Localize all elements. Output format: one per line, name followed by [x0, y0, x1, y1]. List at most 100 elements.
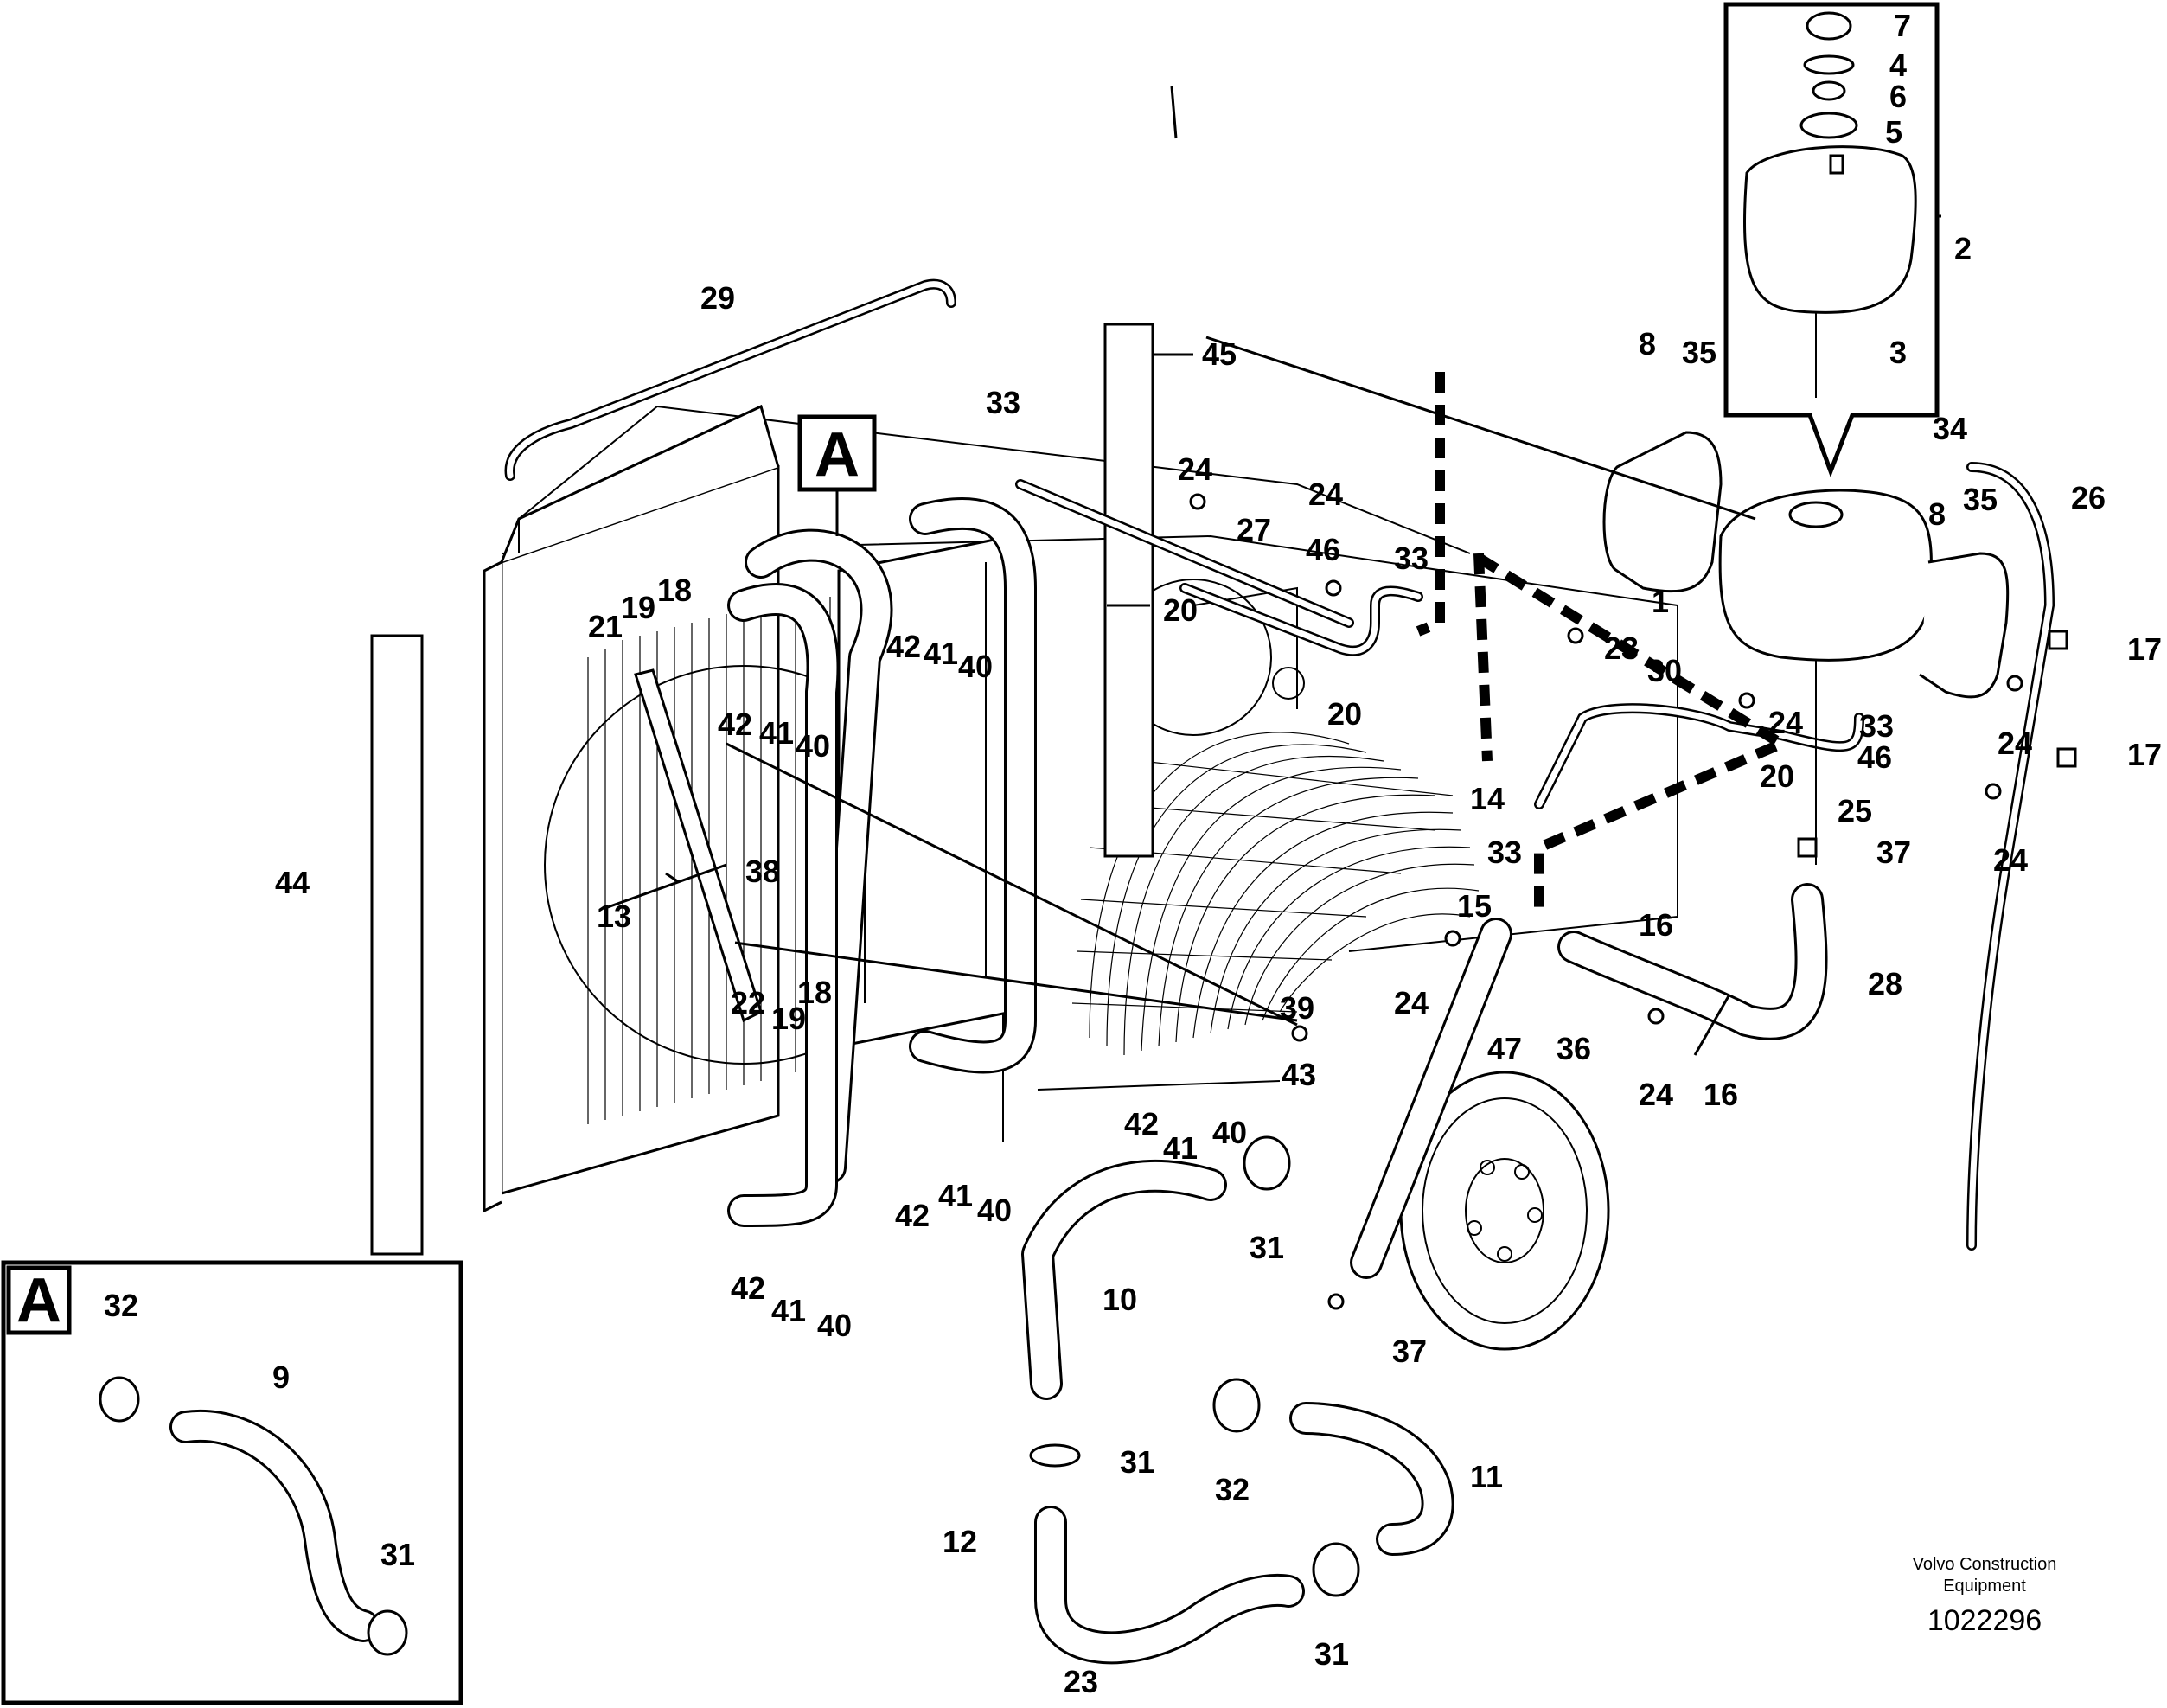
callout-40e: 40: [817, 1308, 852, 1343]
callout-16b: 16: [1704, 1077, 1738, 1112]
callout-21: 21: [588, 609, 623, 644]
callout-19a: 19: [621, 590, 655, 625]
callout-2: 2: [1954, 231, 1972, 266]
manufacturer-line-1: Volvo Construction: [1913, 1555, 2057, 1574]
breather-lines: [1416, 372, 1793, 908]
callout-42d: 42: [895, 1198, 930, 1233]
callout-20b: 20: [1327, 696, 1362, 732]
callout-41b: 41: [759, 715, 794, 751]
callout-33c: 33: [1859, 708, 1894, 744]
detail-inset-a-label: A: [16, 1266, 61, 1335]
callout-42b: 42: [718, 707, 752, 742]
side-panel-44: [370, 634, 424, 1256]
callout-42e: 42: [731, 1270, 765, 1306]
callout-40b: 40: [796, 728, 830, 764]
callout-13: 13: [597, 899, 631, 934]
callout-7: 7: [1894, 8, 1911, 43]
callout-28: 28: [1868, 966, 1902, 1001]
callout-24d: 24: [1998, 726, 2032, 761]
callout-24a: 24: [1178, 451, 1212, 487]
callout-3: 3: [1889, 335, 1907, 370]
callout-38: 38: [745, 854, 780, 889]
callout-41e: 41: [771, 1293, 806, 1328]
callout-8a: 8: [1639, 326, 1656, 361]
callout-23a: 23: [1604, 630, 1639, 666]
callout-33b: 33: [1394, 541, 1429, 576]
stay-13: [634, 668, 763, 1023]
callout-34: 34: [1933, 411, 1967, 446]
callout-42a: 42: [886, 629, 921, 664]
callout-24g: 24: [1639, 1077, 1673, 1112]
callout-12: 12: [943, 1524, 977, 1559]
callout-11: 11: [1470, 1459, 1503, 1494]
callout-35b: 35: [1963, 482, 1998, 517]
detail-inset-a: A: [1, 1260, 463, 1705]
callout-8b: 8: [1928, 496, 1946, 532]
callout-40d: 40: [977, 1193, 1012, 1228]
callout-4: 4: [1889, 48, 1907, 83]
callout-27: 27: [1237, 512, 1271, 547]
callout-26: 26: [2071, 480, 2106, 515]
callout-39: 39: [1280, 990, 1314, 1026]
callout-45: 45: [1202, 336, 1237, 372]
fittings: [1029, 493, 2077, 1597]
manufacturer-line-2: Equipment: [1943, 1577, 2026, 1596]
callout-detail-32: 32: [104, 1288, 138, 1323]
side-panel-45: [1103, 323, 1154, 858]
hoses: [727, 496, 1828, 1665]
callout-17a: 17: [2127, 631, 2162, 667]
callout-31a: 31: [1250, 1230, 1284, 1265]
callout-31b: 31: [1120, 1444, 1154, 1480]
callout-41c: 41: [1163, 1130, 1198, 1166]
callout-46b: 46: [1857, 739, 1892, 775]
callout-25: 25: [1838, 793, 1872, 828]
callout-18a: 18: [657, 573, 692, 608]
callout-37b: 37: [1392, 1334, 1427, 1369]
callout-32: 32: [1215, 1472, 1250, 1507]
callout-24e: 24: [1993, 842, 2028, 878]
callout-14: 14: [1470, 781, 1505, 816]
callout-33d: 33: [1487, 835, 1522, 870]
callout-40a: 40: [958, 649, 993, 684]
detail-inset-tank: [1723, 2, 1940, 478]
callout-41d: 41: [938, 1178, 973, 1213]
callout-35a: 35: [1682, 335, 1716, 370]
callout-10: 10: [1103, 1282, 1137, 1317]
callout-1: 1: [1652, 584, 1669, 619]
pipes: [1015, 462, 2055, 1251]
callout-44: 44: [275, 865, 310, 900]
detail-marker-a: A: [797, 414, 877, 536]
title-block: Volvo Construction Equipment 1022296: [1913, 1555, 2057, 1637]
callouts: 1 2 3 4 5 6 7 8 8 10 11 12 13 14 15 16 1…: [104, 8, 2162, 1699]
callout-20a: 20: [1163, 592, 1198, 628]
top-seal-bar: [504, 278, 956, 481]
callout-24c: 24: [1768, 705, 1803, 740]
callout-23b: 23: [1064, 1664, 1098, 1699]
callout-47: 47: [1487, 1031, 1522, 1066]
callout-detail-31: 31: [380, 1537, 415, 1572]
detail-marker-a-label: A: [815, 420, 860, 489]
callout-37a: 37: [1876, 835, 1911, 870]
callout-detail-9: 9: [272, 1359, 290, 1395]
callout-33a: 33: [986, 385, 1020, 420]
callout-6: 6: [1889, 79, 1907, 114]
callout-40c: 40: [1212, 1115, 1247, 1150]
callout-41a: 41: [924, 636, 958, 671]
callout-46a: 46: [1306, 532, 1340, 567]
callout-24b: 24: [1308, 477, 1343, 512]
document-number: 1022296: [1927, 1604, 2042, 1637]
callout-24f: 24: [1394, 985, 1429, 1020]
fan-guard: [1071, 732, 1480, 1056]
callout-18b: 18: [797, 975, 832, 1010]
callout-15: 15: [1457, 888, 1492, 924]
callout-19b: 19: [771, 1001, 806, 1036]
callout-36: 36: [1557, 1031, 1591, 1066]
callout-43: 43: [1282, 1057, 1316, 1092]
leader-lines: [604, 86, 1941, 1056]
expansion-tank: [1602, 431, 2010, 699]
callout-20c: 20: [1760, 758, 1794, 794]
callout-16a: 16: [1639, 907, 1673, 943]
callout-42c: 42: [1124, 1106, 1159, 1142]
